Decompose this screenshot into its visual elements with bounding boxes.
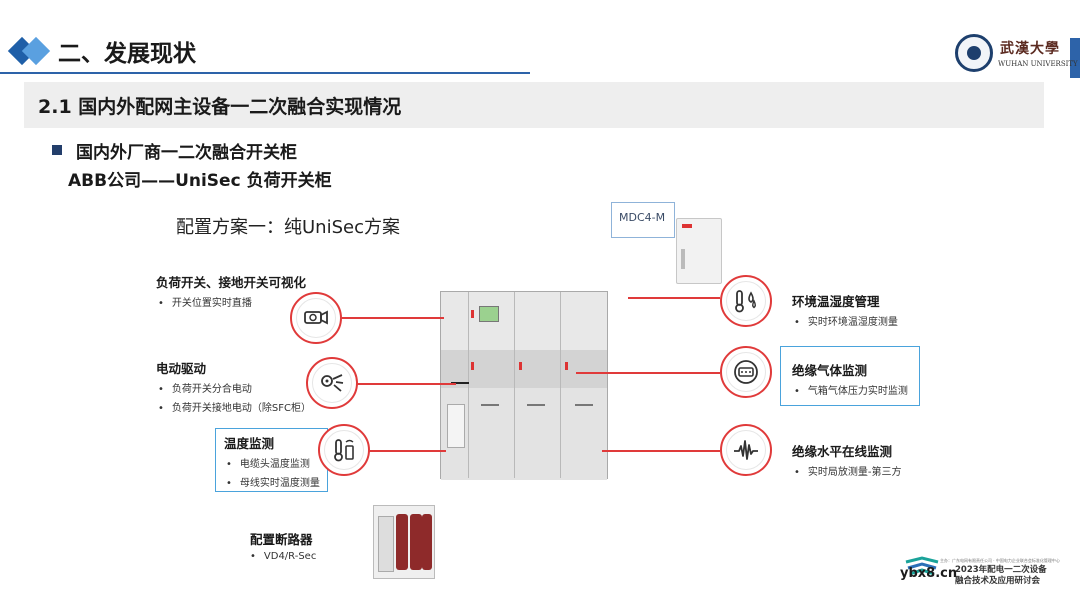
thermometer-wireless-icon	[318, 424, 370, 476]
company-line: ABB公司——UniSec 负荷开关柜	[68, 171, 332, 191]
mdc-label: MDC4-M	[619, 211, 666, 224]
header-divider	[0, 72, 530, 74]
subtitle-band	[24, 82, 1044, 128]
connector-line-left-2	[356, 383, 456, 385]
switchgear-cabinet-image	[440, 291, 608, 480]
feature-item: 开关位置实时直播	[158, 294, 252, 309]
feature-item: 母线实时温度测量	[226, 474, 320, 489]
connector-line-left-3	[356, 450, 446, 452]
university-name-cn: 武漢大學	[1000, 41, 1060, 57]
camera-icon	[290, 292, 342, 344]
footer-conference-line1: 2023年配电一二次设备	[955, 565, 1047, 575]
bullet-heading: 国内外厂商一二次融合开关柜	[76, 143, 297, 163]
bullet-square-icon	[52, 145, 62, 155]
header-right-bar	[1070, 38, 1080, 78]
feature-item: 气箱气体压力实时监测	[794, 382, 908, 397]
connector-line-right-1	[628, 297, 720, 299]
feature-title-motor-drive: 电动驱动	[156, 361, 207, 376]
gas-monitoring-highlight-box	[780, 346, 920, 406]
motor-drive-icon	[306, 357, 358, 409]
mdc-device-image	[676, 218, 722, 284]
feature-item: 负荷开关分合电动	[158, 380, 252, 395]
university-seal-icon	[955, 34, 993, 72]
university-name-en: WUHAN UNIVERSITY	[998, 60, 1078, 68]
mdc-label-box	[611, 202, 675, 238]
footer-organizer-text: 主办：广东电网有限责任公司 · 中国电力企业联合会标准化管理中心	[940, 558, 1060, 563]
gas-gauge-icon	[720, 346, 772, 398]
feature-title-env-temp-humidity: 环境温湿度管理	[792, 294, 880, 309]
connector-line-left-1	[340, 317, 444, 319]
feature-item: 实时环境温湿度测量	[794, 313, 898, 328]
waveform-icon	[720, 424, 772, 476]
feature-title-visualization: 负荷开关、接地开关可视化	[156, 275, 307, 290]
breaker-item: VD4/R-Sec	[250, 551, 316, 562]
feature-title-insulation-online: 绝缘水平在线监测	[792, 444, 893, 459]
config-title: 配置方案一：纯UniSec方案	[176, 217, 400, 238]
feature-title-temperature: 温度监测	[224, 436, 275, 451]
watermark: ybx8.cn	[900, 566, 958, 581]
temperature-humidity-icon	[720, 275, 772, 327]
section-title: 二、发展现状	[58, 41, 196, 67]
connector-line-right-2	[576, 372, 720, 374]
connector-line-right-3	[602, 450, 720, 452]
slide-subtitle: 2.1 国内外配网主设备一二次融合实现情况	[38, 96, 402, 118]
feature-title-gas-monitoring: 绝缘气体监测	[792, 363, 868, 378]
breaker-title: 配置断路器	[250, 532, 313, 547]
feature-item: 实时局放测量-第三方	[794, 463, 902, 478]
feature-item: 负荷开关接地电动（除SFC柜）	[158, 399, 311, 414]
feature-item: 电缆头温度监测	[226, 455, 310, 470]
circuit-breaker-image	[373, 505, 435, 579]
footer-conference-line2: 融合技术及应用研讨会	[955, 576, 1041, 586]
conference-logo-icon	[905, 556, 939, 576]
